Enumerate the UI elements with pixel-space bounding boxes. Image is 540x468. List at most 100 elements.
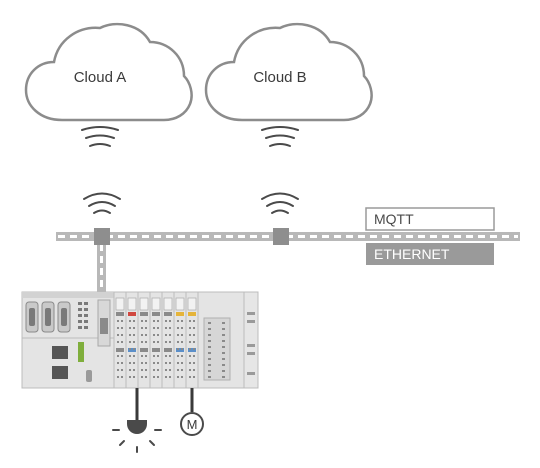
controller xyxy=(21,291,115,389)
ethernet-port xyxy=(52,366,68,379)
cloud-a-shape xyxy=(24,22,193,122)
end-module xyxy=(197,291,245,389)
io-terminal-dot xyxy=(177,341,179,343)
io-terminal-dot xyxy=(169,327,171,329)
io-terminal-dot xyxy=(129,334,131,336)
end-module-dot xyxy=(208,358,211,360)
io-terminal-dot xyxy=(145,369,147,371)
io-terminal-dot xyxy=(157,320,159,322)
io-terminal-dot xyxy=(117,334,119,336)
io-terminal-dot xyxy=(145,348,147,350)
io-terminal-dot xyxy=(177,334,179,336)
end-module-dot xyxy=(208,328,211,330)
io-terminal-dot xyxy=(193,376,195,378)
io-terminal-dot xyxy=(117,320,119,322)
io-terminal-dot xyxy=(145,376,147,378)
end-module-dot xyxy=(222,364,225,366)
io-terminal-dot xyxy=(169,362,171,364)
io-terminal-dot xyxy=(165,376,167,378)
io-terminal-dot xyxy=(121,362,123,364)
io-terminal-dot xyxy=(181,320,183,322)
io-terminal-dot xyxy=(193,341,195,343)
io-terminal-dot xyxy=(141,362,143,364)
io-terminal-dot xyxy=(145,320,147,322)
wifi-icon xyxy=(261,126,299,147)
ethernet-box: ETHERNET xyxy=(366,243,494,265)
io-terminal-dot xyxy=(181,341,183,343)
end-module-dot xyxy=(222,346,225,348)
io-terminal-dot xyxy=(181,369,183,371)
end-module-dot xyxy=(208,334,211,336)
io-terminal-dot xyxy=(129,362,131,364)
io-terminal-dot xyxy=(157,355,159,357)
io-terminal-dot xyxy=(181,334,183,336)
io-terminal-dot xyxy=(117,355,119,357)
end-module-dot xyxy=(222,358,225,360)
io-terminal-dot xyxy=(121,348,123,350)
io-terminal-dot xyxy=(153,376,155,378)
io-terminal-dot xyxy=(177,369,179,371)
io-module-cap xyxy=(175,297,185,311)
io-terminal-dot xyxy=(165,327,167,329)
io-terminal-dot xyxy=(133,341,135,343)
io-terminal-dot xyxy=(117,369,119,371)
io-terminal-dot xyxy=(169,355,171,357)
io-terminal-dot xyxy=(129,376,131,378)
bus-branch xyxy=(97,241,106,293)
io-terminal-dot xyxy=(121,334,123,336)
io-terminal-dot xyxy=(141,355,143,357)
status-leds xyxy=(78,302,88,329)
io-terminal-dot xyxy=(153,334,155,336)
io-terminal-dot xyxy=(121,376,123,378)
io-terminal-dot xyxy=(133,327,135,329)
io-terminal-dot xyxy=(157,376,159,378)
wifi-icon xyxy=(83,192,121,214)
io-terminal-dot xyxy=(189,334,191,336)
io-terminal-dot xyxy=(133,348,135,350)
io-terminal-dot xyxy=(145,334,147,336)
io-module-cap xyxy=(127,297,137,311)
io-terminal-dot xyxy=(153,355,155,357)
io-terminal-dot xyxy=(169,320,171,322)
io-terminal-dot xyxy=(165,320,167,322)
io-terminal-dot xyxy=(129,320,131,322)
io-terminal-dot xyxy=(153,327,155,329)
io-terminal-dot xyxy=(153,348,155,350)
io-terminal-dot xyxy=(129,327,131,329)
io-module-cap xyxy=(115,297,125,311)
io-terminal-dot xyxy=(129,369,131,371)
end-module-dot xyxy=(222,376,225,378)
end-module-dot xyxy=(222,322,225,324)
io-terminal-dot xyxy=(145,362,147,364)
io-terminal-dot xyxy=(141,369,143,371)
io-terminal-dot xyxy=(177,355,179,357)
io-terminal-dot xyxy=(189,320,191,322)
io-terminal-dot xyxy=(181,362,183,364)
io-module-marker xyxy=(188,348,196,352)
motor-symbol: M xyxy=(187,417,198,432)
end-module-dot xyxy=(222,340,225,342)
io-terminal-dot xyxy=(169,334,171,336)
io-terminal-dot xyxy=(141,348,143,350)
brand-logo xyxy=(78,342,84,362)
io-terminal-dot xyxy=(141,334,143,336)
io-terminal-dot xyxy=(177,320,179,322)
io-terminal-dot xyxy=(165,334,167,336)
end-module-dot xyxy=(208,364,211,366)
io-terminal-dot xyxy=(141,320,143,322)
mqtt-label: MQTT xyxy=(374,211,414,227)
motor-icon: M xyxy=(180,412,204,436)
io-terminal-dot xyxy=(129,355,131,357)
io-terminal-dot xyxy=(165,369,167,371)
io-terminal-dot xyxy=(181,327,183,329)
io-terminal-dot xyxy=(121,320,123,322)
io-module-cap xyxy=(139,297,149,311)
end-module-dot xyxy=(208,370,211,372)
io-terminal-dot xyxy=(133,376,135,378)
io-terminal-dot xyxy=(189,348,191,350)
io-terminal-dot xyxy=(153,362,155,364)
io-module-cap xyxy=(163,297,173,311)
io-terminal-dot xyxy=(181,348,183,350)
